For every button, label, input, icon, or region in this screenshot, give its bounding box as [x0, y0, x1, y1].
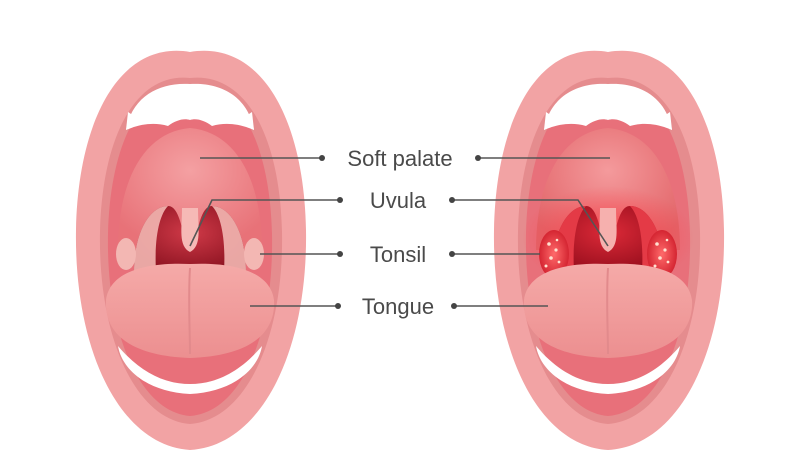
- throat-opening-left: [134, 206, 246, 272]
- uvula-right: [599, 208, 617, 252]
- label-soft-palate: Soft palate: [347, 146, 452, 171]
- pus-spots: [544, 238, 670, 268]
- tonsil-left-b: [244, 238, 264, 270]
- mouth-inflamed: [493, 50, 725, 450]
- lower-teeth-right: [536, 346, 680, 394]
- throat-opening-right: [552, 206, 664, 272]
- label-tongue: Tongue: [362, 294, 434, 319]
- label-tonsil: Tonsil: [370, 242, 426, 267]
- leader-lines: [189, 155, 610, 309]
- mouth-healthy: [75, 50, 307, 450]
- label-uvula: Uvula: [370, 188, 427, 213]
- upper-teeth-left: [126, 83, 254, 130]
- upper-teeth-right: [544, 83, 672, 130]
- tonsil-left-a: [116, 238, 136, 270]
- uvula-left: [181, 208, 199, 252]
- lower-teeth-left: [118, 346, 262, 394]
